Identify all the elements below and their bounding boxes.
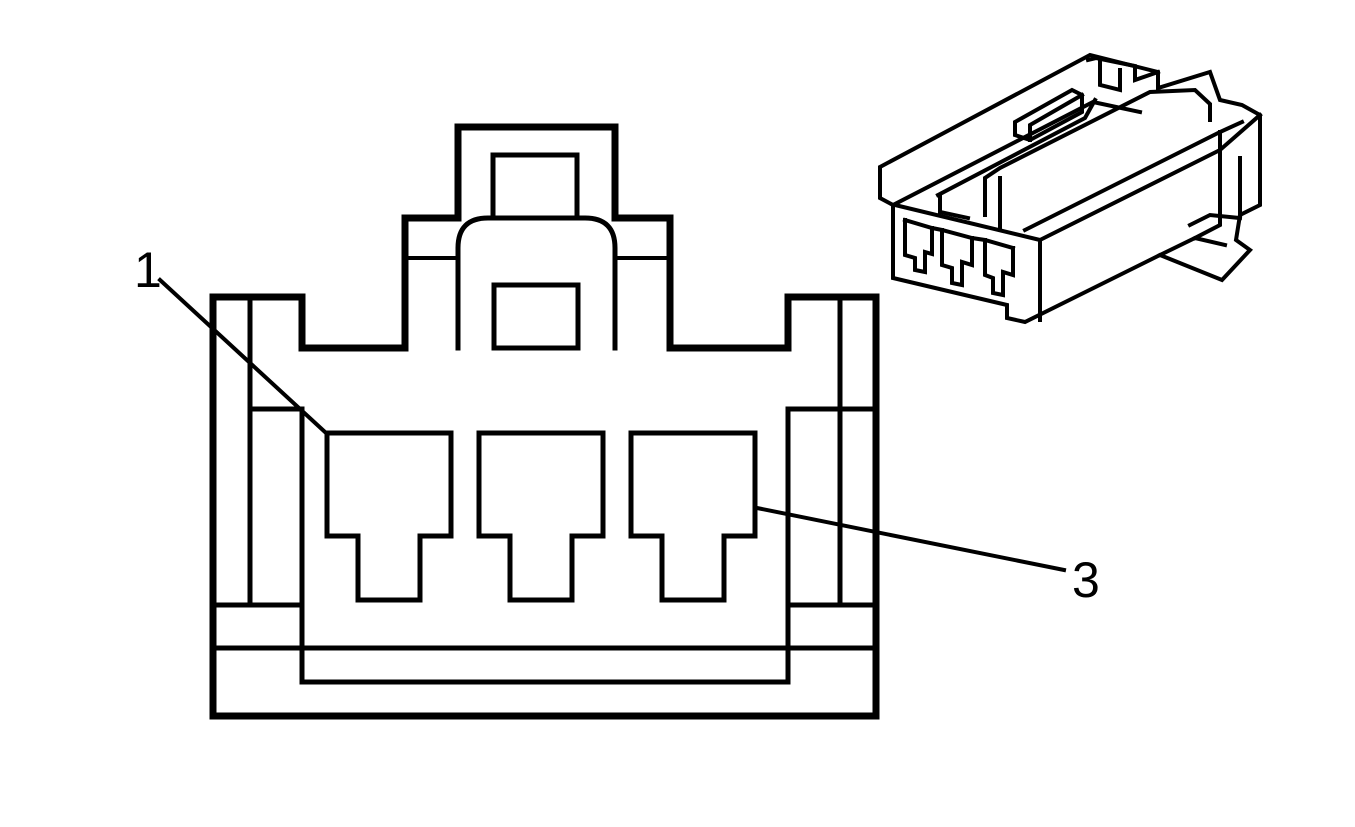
connector-housing-outline <box>209 123 880 720</box>
iso-lock-block <box>1098 60 1122 93</box>
callout-label-3: 3 <box>1072 552 1100 608</box>
terminal-cavity-3 <box>628 430 758 603</box>
iso-body-outline <box>878 52 1262 325</box>
latch-slot <box>491 282 581 351</box>
iso-latch-edge <box>1028 92 1085 142</box>
iso-top-rail <box>935 97 1098 198</box>
iso-top-edge <box>1037 112 1263 243</box>
iso-center-rib <box>983 87 1212 217</box>
iso-side-tab <box>1187 212 1243 228</box>
iso-latch-tab <box>1013 87 1084 143</box>
terminal-cavity-1 <box>324 430 454 603</box>
iso-terminal-opening <box>983 238 1015 298</box>
callout-leader-3 <box>754 505 1067 573</box>
connector-isometric-view <box>878 52 1263 325</box>
iso-side-edge <box>1192 130 1222 241</box>
iso-bottom-edge <box>1157 235 1228 258</box>
iso-terminal-row <box>902 217 1016 251</box>
connector-end-view <box>209 123 880 720</box>
iso-terminal-opening <box>940 228 974 288</box>
callout-leader-1 <box>157 277 328 435</box>
iso-lock-block <box>1085 55 1161 83</box>
callouts: 1 3 <box>134 242 1100 608</box>
terminal-cavities <box>324 430 758 603</box>
terminal-cavity-2 <box>476 430 606 603</box>
latch-window <box>490 152 580 221</box>
iso-rail-step <box>938 193 971 221</box>
callout-label-1: 1 <box>134 242 162 298</box>
iso-terminal-opening <box>903 218 934 275</box>
